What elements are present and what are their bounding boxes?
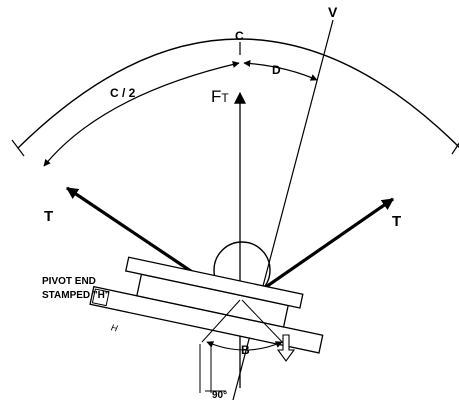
top-cap-plate xyxy=(125,256,304,309)
deflection-arc-d xyxy=(243,59,318,81)
b-line-left xyxy=(201,299,241,343)
tension-arrow-right xyxy=(246,197,394,302)
label-c-half: C / 2 xyxy=(110,86,136,100)
half-arc-c2 xyxy=(43,61,240,167)
label-h: H xyxy=(110,322,119,333)
label-t-left: T xyxy=(44,208,53,225)
label-ft-sub: T xyxy=(221,91,229,105)
label-d: D xyxy=(272,63,281,77)
wrap-arc-c xyxy=(17,38,459,149)
left-tick-mark xyxy=(11,139,25,157)
h-marker-box xyxy=(91,288,110,307)
label-t-right: T xyxy=(392,213,401,230)
direction-arrow xyxy=(276,334,296,362)
label-c: C xyxy=(235,29,244,43)
label-pivot-line2: STAMPED "H" xyxy=(42,290,110,301)
b-angle-arc xyxy=(206,341,283,351)
label-pivot-line1: PIVOT END xyxy=(42,276,96,287)
label-ft: FT xyxy=(211,87,229,106)
label-b: B xyxy=(241,343,250,357)
label-v: V xyxy=(328,4,338,20)
label-90: 90° xyxy=(212,390,227,401)
label-ft-main: F xyxy=(211,87,221,106)
b-line-right xyxy=(241,299,286,346)
